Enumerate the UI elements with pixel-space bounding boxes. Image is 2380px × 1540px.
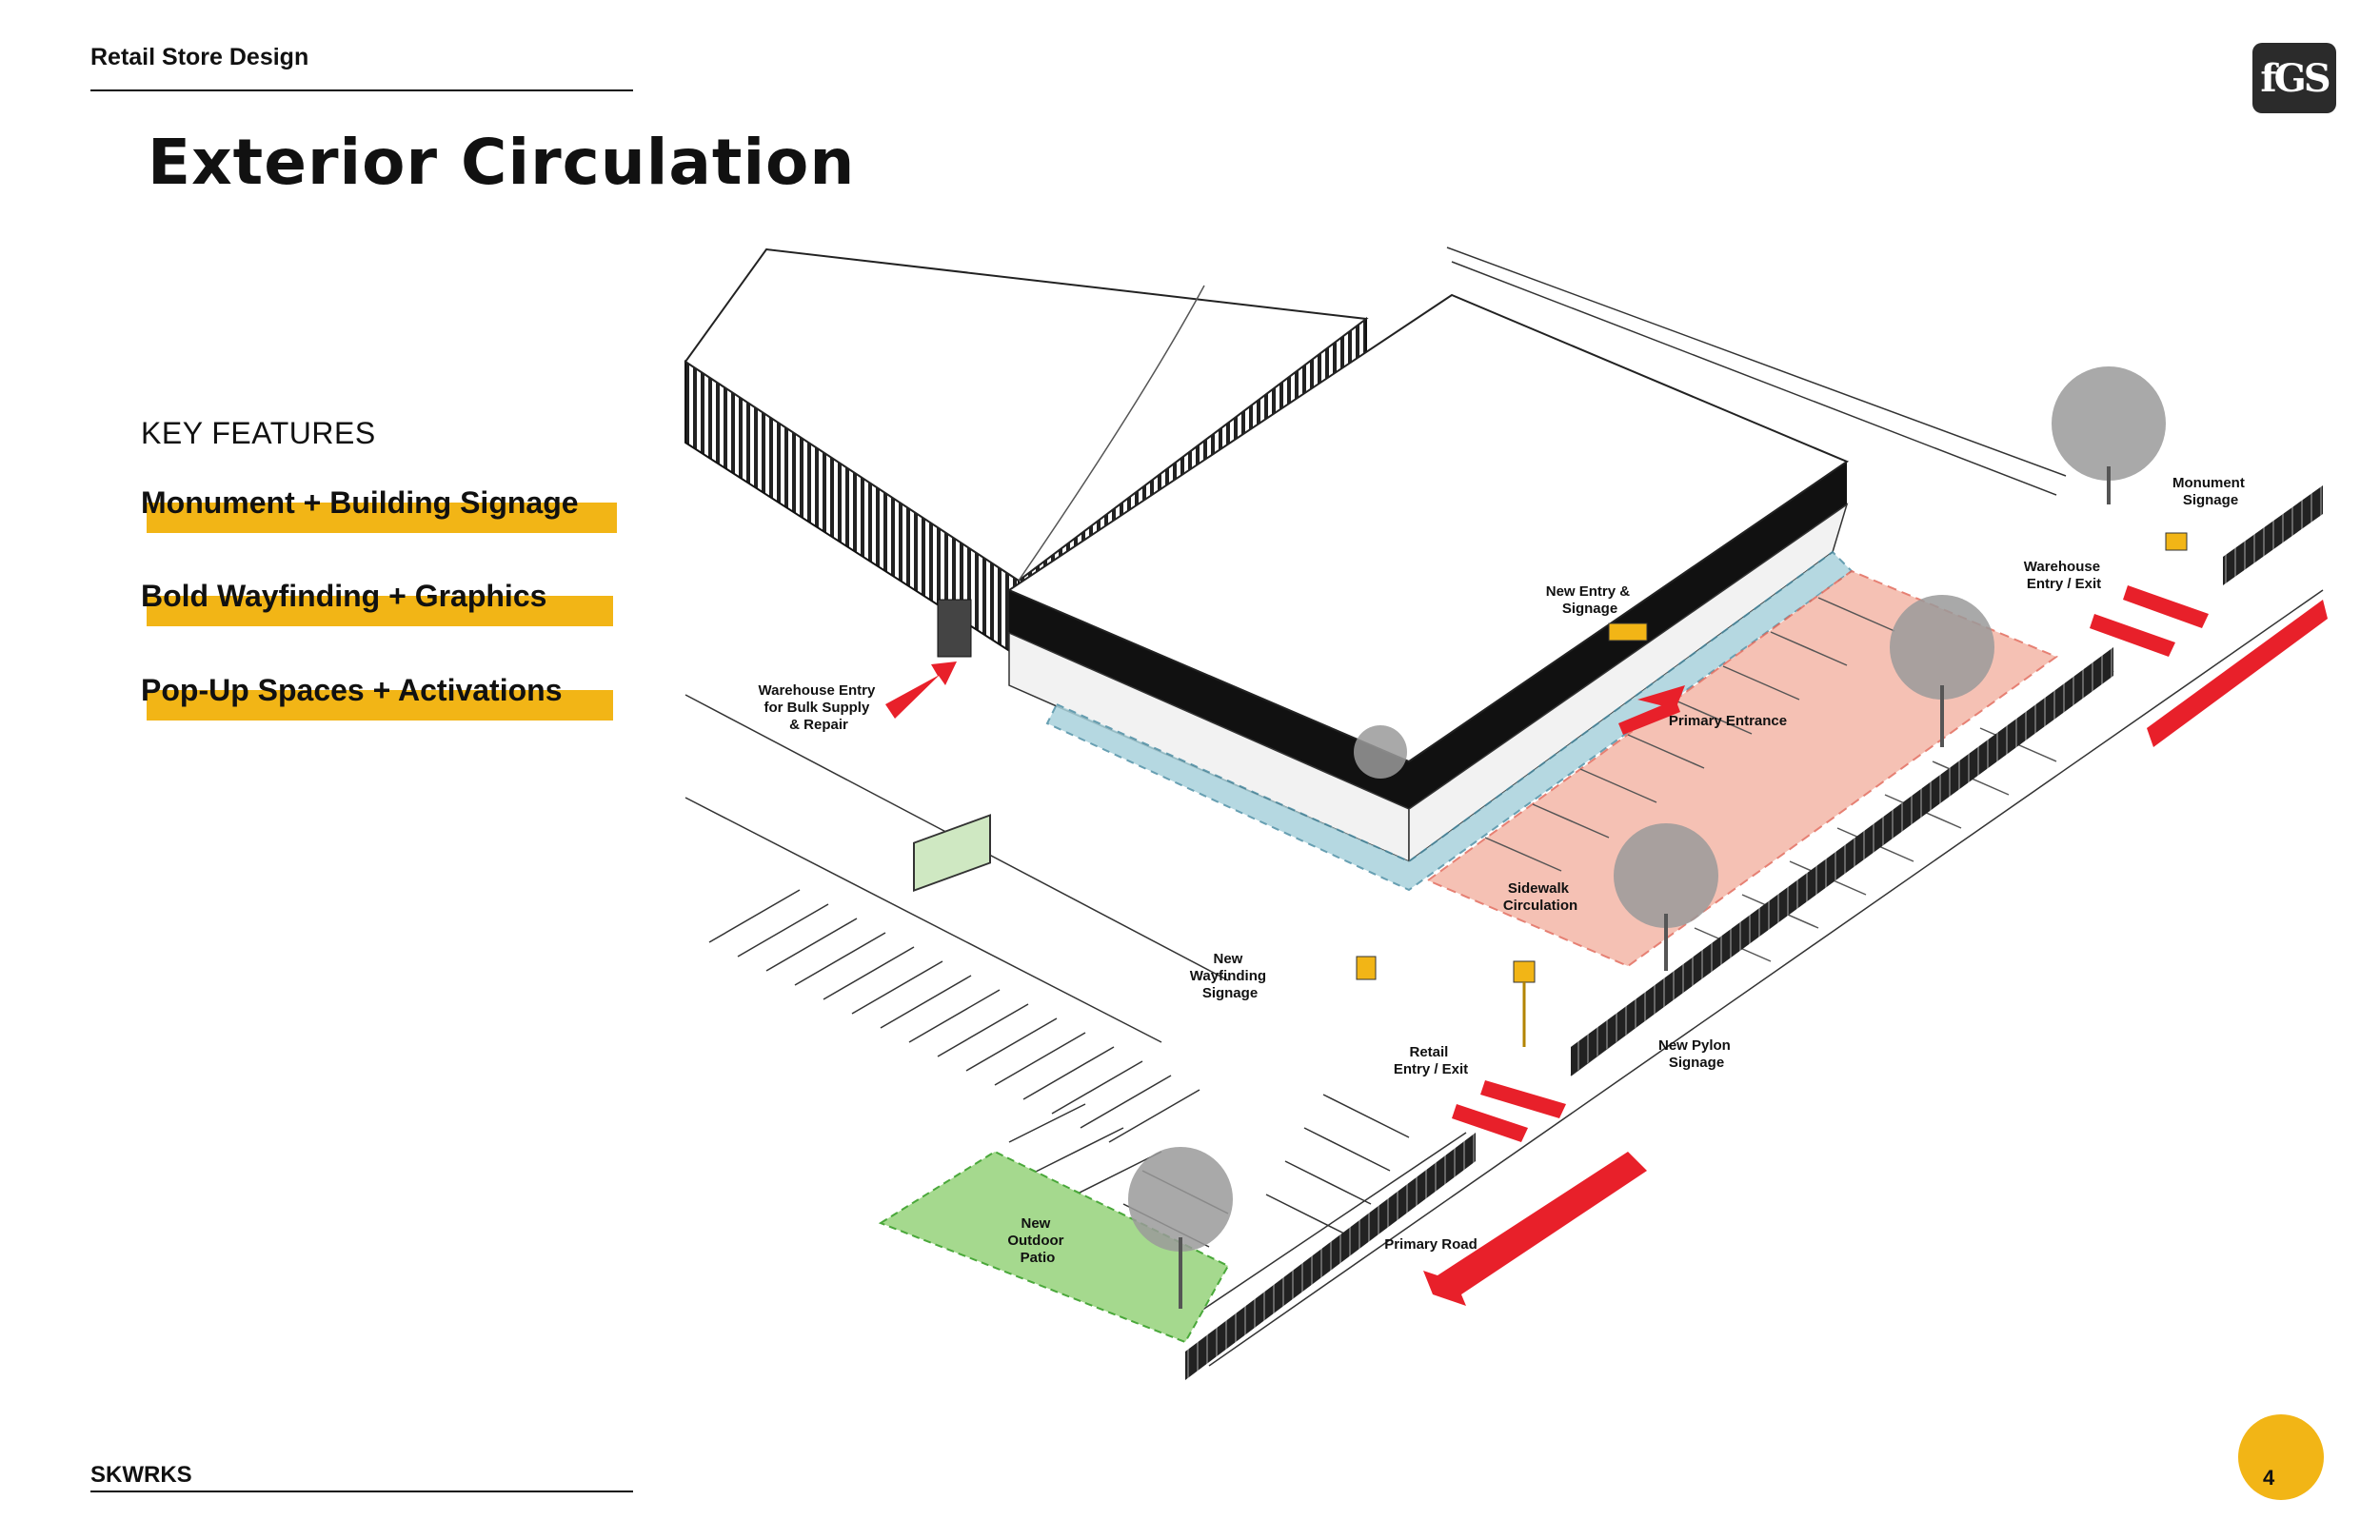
wayfinding-sign — [1356, 956, 1377, 980]
feature-popup-spaces: Pop-Up Spaces + Activations — [141, 673, 613, 721]
trees — [1128, 366, 2166, 1252]
feature-label: Pop-Up Spaces + Activations — [141, 673, 563, 707]
tree — [1128, 1147, 1233, 1252]
food-truck — [913, 814, 991, 892]
label-retail-entry-exit: Retail Entry / Exit — [1394, 1044, 1468, 1077]
label-warehouse-entry-exit: Warehouse Entry / Exit — [2024, 559, 2104, 592]
label-wayfinding-signage: New Wayfinding Signage — [1190, 951, 1270, 1001]
new-entry-signage-marker — [1608, 622, 1648, 642]
tree — [1354, 725, 1407, 779]
label-monument-signage: Monument Signage — [2172, 475, 2249, 508]
feature-monument-signage: Monument + Building Signage — [141, 485, 617, 533]
label-new-entry-signage: New Entry & Signage — [1546, 583, 1635, 617]
outdoor-patio-zone — [878, 1150, 1230, 1344]
warehouse-entry-arrow-in — [2123, 585, 2209, 628]
parking-stalls-west — [708, 889, 1200, 1143]
warehouse-exit-arrow-out — [2090, 614, 2175, 657]
feature-highlight — [147, 690, 613, 721]
retail-exit-arrow-out — [1452, 1104, 1528, 1142]
fgs-logo: fGS — [2252, 43, 2336, 113]
label-outdoor-patio: New Outdoor Patio — [1007, 1215, 1067, 1266]
label-sidewalk-circulation: Sidewalk Circulation — [1503, 880, 1577, 914]
label-warehouse-entry: Warehouse Entry for Bulk Supply & Repair — [759, 682, 880, 733]
retail-entry-arrow-in — [1480, 1080, 1566, 1118]
road-arrow-east — [2147, 600, 2328, 747]
fence-south — [1185, 1133, 1476, 1380]
fence-east — [1571, 647, 2113, 1076]
pylon-sign — [1513, 960, 1536, 983]
feature-label: Bold Wayfinding + Graphics — [141, 579, 547, 613]
footer-label: SKWRKS — [90, 1462, 192, 1488]
primary-entrance-arrow-tail — [1618, 700, 1680, 735]
retail-fascia-front — [1009, 590, 1409, 809]
warehouse-entry-arrow — [885, 661, 957, 719]
key-features-title: KEY FEATURES — [141, 416, 376, 450]
feature-label: Monument + Building Signage — [141, 485, 579, 520]
page-number-badge — [2238, 1414, 2324, 1500]
primary-road-arrow — [1423, 1152, 1647, 1306]
label-primary-entrance: Primary Entrance — [1669, 713, 1787, 729]
page-title: Exterior Circulation — [148, 126, 856, 199]
monument-sign — [2165, 532, 2188, 551]
circulation-arrows — [885, 585, 2328, 1306]
label-primary-road: Primary Road — [1384, 1236, 1478, 1253]
tree — [2052, 366, 2166, 481]
feature-wayfinding: Bold Wayfinding + Graphics — [141, 579, 613, 626]
header-rule — [90, 89, 633, 91]
feature-highlight — [147, 503, 617, 533]
warehouse-roof — [684, 247, 1369, 582]
tree — [1614, 823, 1718, 928]
header-label: Retail Store Design — [90, 44, 309, 70]
retail-roof — [1006, 293, 1850, 763]
feature-highlight — [147, 596, 613, 626]
warehouse-door — [937, 599, 972, 658]
label-pylon-signage: New Pylon Signage — [1658, 1037, 1735, 1071]
fence-northeast — [2223, 485, 2323, 585]
page-number: 4 — [2263, 1466, 2275, 1490]
footer-rule — [90, 1491, 633, 1492]
tree — [1890, 595, 1994, 700]
